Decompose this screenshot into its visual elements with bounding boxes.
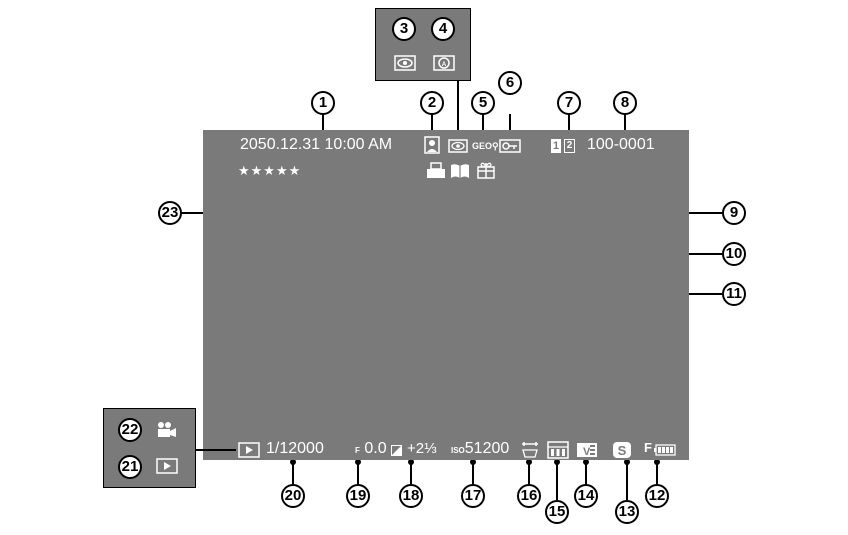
image-size-icon: S xyxy=(613,442,631,458)
callout-16: 16 xyxy=(517,484,541,508)
rating-stars: ★★★★★ xyxy=(238,163,302,178)
callout-1: 1 xyxy=(311,91,335,115)
svg-text:V: V xyxy=(583,446,591,458)
callout-19: 19 xyxy=(346,484,370,508)
face-detection-icon xyxy=(424,136,440,154)
shutter-speed: 1/12000 xyxy=(266,440,324,457)
film-simulation-icon: V xyxy=(577,443,597,458)
playback-box-icon xyxy=(156,458,178,474)
callout-21: 21 xyxy=(118,455,142,479)
card-slot-1-icon: 1 xyxy=(551,139,561,153)
exposure-compensation: +2⅓ xyxy=(407,440,437,457)
callout-3: 3 xyxy=(392,17,416,41)
callout-5: 5 xyxy=(471,91,495,115)
callout-12: 12 xyxy=(645,484,669,508)
callout-11: 11 xyxy=(722,282,746,306)
white-balance-icon xyxy=(547,441,569,459)
popup-box-21-22 xyxy=(103,408,196,488)
file-number: 100-0001 xyxy=(587,136,655,153)
card-slot-2-icon: 2 xyxy=(564,139,575,153)
callout-15: 15 xyxy=(545,500,569,524)
callout-9: 9 xyxy=(722,201,746,225)
callout-17: 17 xyxy=(461,484,485,508)
photobook-icon xyxy=(451,164,469,178)
callout-7: 7 xyxy=(557,91,581,115)
exposure-comp-icon xyxy=(391,445,402,456)
callout-20: 20 xyxy=(281,484,305,508)
date-time: 2050.12.31 10:00 AM xyxy=(240,136,393,153)
print-order-icon xyxy=(427,162,445,178)
callout-2: 2 xyxy=(420,91,444,115)
callout-6: 6 xyxy=(498,71,522,95)
gift-icon xyxy=(477,162,495,179)
box-connector-line xyxy=(196,449,236,451)
red-eye-removal-icon xyxy=(448,139,468,153)
playback-mode-icon xyxy=(238,442,260,458)
geotag-icon: GEO⚲ xyxy=(472,141,499,151)
red-eye-icon xyxy=(394,55,416,71)
svg-text:S: S xyxy=(618,443,627,458)
popup-box-3-4 xyxy=(375,8,471,81)
image-quality: F xyxy=(644,440,652,455)
protect-key-icon xyxy=(499,139,521,153)
callout-18: 18 xyxy=(399,484,423,508)
svg-text:A: A xyxy=(442,62,447,68)
callout-23: 23 xyxy=(158,201,182,225)
callout-8: 8 xyxy=(613,91,637,115)
callout-14: 14 xyxy=(574,484,598,508)
movie-camera-icon xyxy=(158,422,176,437)
dynamic-range-icon xyxy=(522,442,538,458)
iso: ISO51200 xyxy=(451,440,510,457)
aperture: F 0.0 xyxy=(355,440,387,457)
callout-4: 4 xyxy=(431,17,455,41)
battery-icon xyxy=(654,444,676,456)
auto-red-eye-icon: A xyxy=(433,55,455,71)
lcd-screen xyxy=(203,130,689,460)
callout-13: 13 xyxy=(615,500,639,524)
callout-22: 22 xyxy=(118,418,142,442)
callout-10: 10 xyxy=(722,242,746,266)
